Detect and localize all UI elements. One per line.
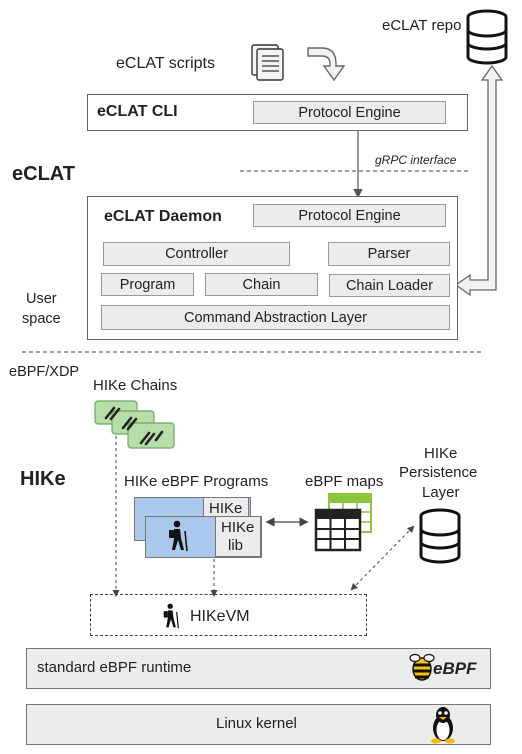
eclat-daemon-title: eCLAT Daemon [104,208,222,225]
hike-lib-back-label: HIKe [209,500,243,517]
curved-arrow-icon [307,47,346,82]
chain-link-icon [94,400,175,449]
repo-label: eCLAT repo [382,17,462,34]
kernel-box [26,704,491,745]
cal-box: Command Abstraction Layer [101,305,450,330]
runtime-label: standard eBPF runtime [37,659,192,676]
persistence-label-1: HIKe [424,445,458,462]
maps-label: eBPF maps [305,473,384,490]
kernel-label: Linux kernel [216,715,297,732]
controller-box: Controller [103,242,290,266]
hike-lib-label-1: HIKe [221,519,255,536]
persistence-database-icon [419,508,461,564]
daemon-protocol-engine: Protocol Engine [253,204,446,227]
table-icon [314,493,372,552]
bee-icon [409,653,435,681]
parser-box: Parser [328,242,450,266]
hike-lib-label-2: lib [228,537,244,554]
scripts-label: eCLAT scripts [116,55,215,72]
persistence-label-2: Persistence [399,464,478,481]
user-space-label-2: space [22,311,61,327]
cli-protocol-engine: Protocol Engine [253,101,446,124]
program-box: Program [101,273,194,296]
script-icon [251,44,284,81]
hikevm-box [90,594,367,636]
grpc-label: gRPC interface [375,153,457,167]
hikevm-hiker-icon [163,603,179,629]
hiker-icon [169,520,188,552]
hikevm-label: HIKeVM [190,608,250,625]
ebpf-logo-text: eBPF [433,659,477,678]
section-title-eclat: eCLAT [12,163,75,185]
database-icon [466,9,508,65]
eclat-cli-title: eCLAT CLI [97,103,178,120]
user-space-label-1: User [26,291,57,307]
chain-loader-box: Chain Loader [329,274,450,297]
program-front-lib [215,516,261,557]
chain-box: Chain [205,273,318,296]
penguin-icon [431,707,455,744]
persistence-label-3: Layer [422,484,460,501]
section-title-hike: HIKe [20,468,66,490]
ebpf-xdp-label: eBPF/XDP [9,364,80,380]
programs-label: HIKe eBPF Programs [124,473,269,490]
hike-chains-label: HIKe Chains [93,377,178,394]
